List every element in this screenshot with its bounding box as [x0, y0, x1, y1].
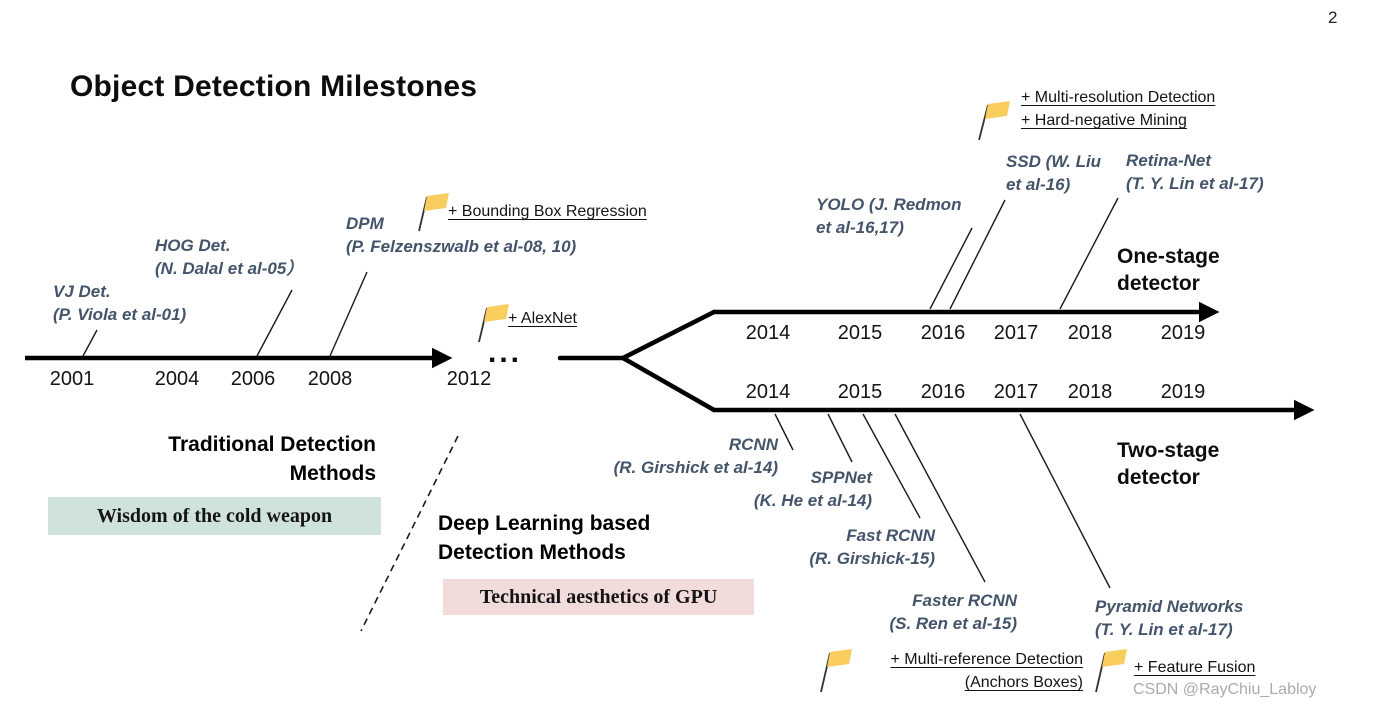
- method-cite: (R. Girshick et al-14): [613, 458, 778, 477]
- flag-label-feature-fusion: + Feature Fusion: [1134, 659, 1256, 676]
- branch-upper: [620, 309, 717, 361]
- heading-line: Deep Learning based: [438, 512, 651, 535]
- method-cite: (N. Dalal et al-05）: [155, 259, 304, 278]
- method-label-faster-rcnn: Faster RCNN (S. Ren et al-15): [820, 589, 1017, 635]
- method-cite: et al-16): [1006, 175, 1071, 194]
- flag-label-bounding-box: + Bounding Box Regression: [448, 203, 647, 220]
- stage-label-line: detector: [1117, 466, 1200, 489]
- method-name: Pyramid Networks: [1095, 597, 1244, 616]
- method-label-dpm: DPM (P. Felzenszwalb et al-08, 10): [346, 212, 576, 258]
- flag-icon-multi-reference: [820, 649, 852, 693]
- flag-icon-alexnet: [478, 304, 509, 343]
- two-stage-detector-label: Two-stage detector: [1117, 437, 1219, 491]
- watermark: CSDN @RayChiu_Labloy: [1133, 681, 1317, 698]
- deep-learning-heading: Deep Learning based Detection Methods: [438, 509, 650, 567]
- method-name: SSD (W. Liu: [1006, 152, 1102, 171]
- flag-icon-multi-resolution: [978, 101, 1010, 141]
- year-label: 2015: [837, 381, 883, 403]
- method-cite: (P. Felzenszwalb et al-08, 10): [346, 237, 577, 256]
- stage-label-line: detector: [1117, 272, 1200, 295]
- leader-lines-two-stage: [774, 413, 1111, 589]
- year-label: 2019: [1160, 381, 1206, 403]
- method-name: DPM: [346, 214, 384, 233]
- year-label: 2012: [446, 368, 492, 390]
- method-cite: (K. He et al-14): [753, 491, 872, 510]
- year-label: 2017: [993, 322, 1039, 344]
- heading-line: Traditional Detection: [168, 433, 376, 456]
- year-label: 2018: [1067, 381, 1113, 403]
- method-label-retina-net: Retina-Net (T. Y. Lin et al-17): [1126, 149, 1264, 195]
- method-name: VJ Det.: [53, 282, 111, 301]
- year-label: 2004: [154, 368, 200, 390]
- flag-label-alexnet: + AlexNet: [508, 310, 577, 327]
- traditional-caption-box: Wisdom of the cold weapon: [48, 497, 381, 535]
- flag-label-multi-resolution-block: + Multi-resolution Detection + Hard-nega…: [1021, 86, 1215, 132]
- page-number: 2: [1328, 8, 1338, 27]
- flag-label-multi-reference-block: + Multi-reference Detection (Anchors Box…: [860, 648, 1083, 694]
- method-label-sppnet: SPPNet (K. He et al-14): [700, 466, 872, 512]
- method-label-pyramid-networks: Pyramid Networks (T. Y. Lin et al-17): [1095, 595, 1243, 641]
- year-label: 2018: [1067, 322, 1113, 344]
- flag-icon-bounding-box: [418, 193, 449, 232]
- timeline-ellipsis: ...: [488, 336, 523, 369]
- year-label: 2008: [307, 368, 353, 390]
- leader-lines-one-stage: [929, 197, 1119, 310]
- method-label-yolo: YOLO (J. Redmon et al-16,17): [816, 193, 961, 239]
- method-name: YOLO (J. Redmon: [816, 195, 962, 214]
- method-cite: et al-16,17): [816, 218, 904, 237]
- method-cite: (R. Girshick-15): [809, 549, 935, 568]
- traditional-methods-heading: Traditional Detection Methods: [140, 430, 376, 488]
- method-name: Faster RCNN: [912, 591, 1017, 610]
- leader-lines-traditional: [82, 271, 368, 357]
- method-cite: (T. Y. Lin et al-17): [1095, 620, 1233, 639]
- method-name: HOG Det.: [155, 236, 231, 255]
- year-label: 2019: [1160, 322, 1206, 344]
- method-label-ssd: SSD (W. Liu et al-16): [1006, 150, 1101, 196]
- flag-label-anchors: (Anchors Boxes): [964, 674, 1083, 691]
- method-cite: (S. Ren et al-15): [889, 614, 1017, 633]
- method-name: SPPNet: [810, 468, 872, 487]
- year-label: 2016: [920, 381, 966, 403]
- method-name: Retina-Net: [1126, 151, 1212, 170]
- page-title: Object Detection Milestones: [70, 70, 478, 103]
- flag-label-multi-reference: + Multi-reference Detection: [890, 651, 1083, 668]
- method-label-fast-rcnn: Fast RCNN (R. Girshick-15): [760, 524, 935, 570]
- method-label-hog: HOG Det. (N. Dalal et al-05）: [155, 234, 303, 280]
- heading-line: Methods: [289, 462, 376, 485]
- method-label-vj: VJ Det. (P. Viola et al-01): [53, 280, 186, 326]
- method-name: Fast RCNN: [846, 526, 935, 545]
- era-divider-dashed-line: [360, 435, 459, 632]
- method-cite: (T. Y. Lin et al-17): [1126, 174, 1264, 193]
- deep-learning-caption-box: Technical aesthetics of GPU: [443, 579, 754, 615]
- year-label: 2014: [745, 322, 791, 344]
- year-label: 2014: [745, 381, 791, 403]
- year-label: 2006: [230, 368, 276, 390]
- one-stage-detector-label: One-stage detector: [1117, 243, 1220, 297]
- flag-label-hard-negative: + Hard-negative Mining: [1021, 112, 1187, 129]
- year-label: 2017: [993, 381, 1039, 403]
- flag-icon-feature-fusion: [1095, 649, 1127, 693]
- year-label: 2001: [49, 368, 95, 390]
- year-label: 2015: [837, 322, 883, 344]
- method-name: RCNN: [728, 435, 778, 454]
- year-label: 2016: [920, 322, 966, 344]
- method-label-rcnn: RCNN (R. Girshick et al-14): [598, 433, 778, 479]
- stage-label-line: One-stage: [1117, 245, 1220, 268]
- method-cite: (P. Viola et al-01): [53, 305, 187, 324]
- stage-label-line: Two-stage: [1117, 439, 1220, 462]
- flag-label-multi-resolution: + Multi-resolution Detection: [1021, 89, 1216, 106]
- heading-line: Detection Methods: [438, 541, 626, 564]
- branch-lower: [620, 355, 717, 413]
